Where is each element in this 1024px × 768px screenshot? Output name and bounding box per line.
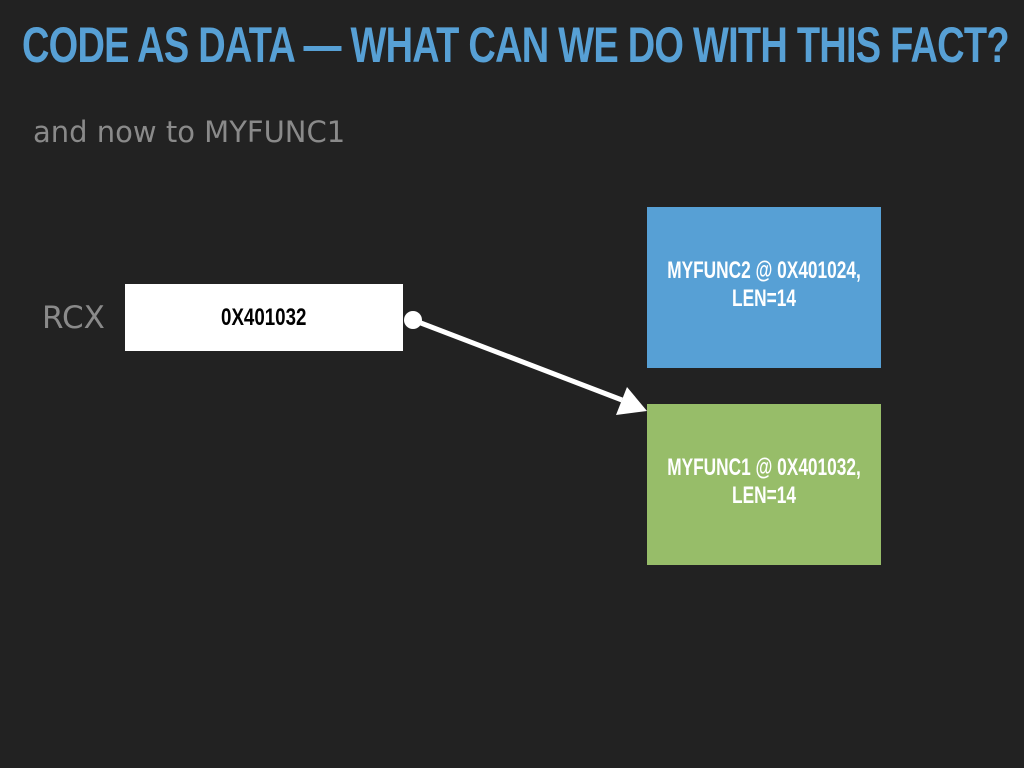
myfunc1-label: MYFUNC1 @ 0X401032, LEN=14 xyxy=(667,454,861,509)
slide-title: CODE AS DATA — WHAT CAN WE DO WITH THIS … xyxy=(22,17,1010,73)
myfunc2-box: MYFUNC2 @ 0X401024, LEN=14 xyxy=(647,207,881,368)
myfunc2-label: MYFUNC2 @ 0X401024, LEN=14 xyxy=(667,257,861,312)
myfunc1-box: MYFUNC1 @ 0X401032, LEN=14 xyxy=(647,404,881,565)
pointer-arrow-head xyxy=(616,387,647,415)
register-box: 0X401032 xyxy=(125,284,403,351)
slide-subtitle: and now to MYFUNC1 xyxy=(33,115,346,149)
pointer-arrow-line xyxy=(412,317,623,403)
register-label: RCX xyxy=(42,300,105,336)
pointer-origin-dot xyxy=(404,311,422,329)
register-value: 0X401032 xyxy=(221,303,307,331)
